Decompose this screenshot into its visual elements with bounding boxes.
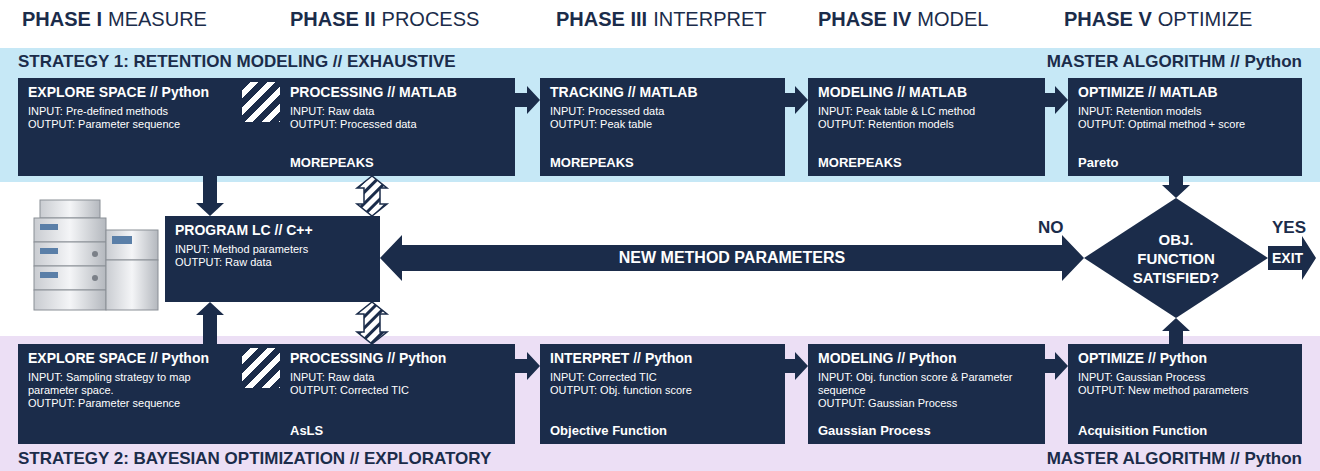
branch-label: YES [1272,218,1306,238]
tool-label: Pareto [1078,151,1292,170]
io-line: OUTPUT: Obj. function score [550,384,775,397]
tool-label: MOREPEAKS [550,151,775,170]
flow-arrow [380,235,1084,281]
process-box: OPTIMIZE // PythonINPUT: Gaussian Proces… [1068,344,1302,444]
flow-arrow [785,86,808,114]
process-box: OPTIMIZE // MATLAB INPUT: Retention model… [1068,78,1302,176]
phase-name: MEASURE [108,8,207,31]
strategy-title: STRATEGY 2: BAYESIAN OPTIMIZATION // EXP… [18,449,491,469]
hatch-marker [242,82,280,122]
io-line: OUTPUT: Corrected TIC [290,384,505,397]
box-heading: PROGRAM LC // C++ [175,222,370,238]
tool-label: Gaussian Process [818,419,1035,438]
box-heading: INTERPRET // Python [550,350,775,366]
io-line: INPUT: Obj. function score & Parameter s… [818,371,1035,397]
io-line: OUTPUT: Peak table [550,118,775,131]
flow-arrow [785,352,808,380]
io-line: INPUT: Processed data [550,105,775,118]
flow-arrow [515,352,540,380]
flow-arrow [1162,318,1190,344]
process-box: MODELING // PythonINPUT: Obj. function s… [808,344,1045,444]
flow-arrow [1045,352,1068,380]
tool-label: Acquisition Function [1078,419,1292,438]
decision-diamond: OBJ. FUNCTION SATISFIED? [1084,198,1268,318]
io-line: OUTPUT: Retention models [818,118,1035,131]
lc-instrument [34,200,158,310]
process-box: INTERPRET // PythonINPUT: Corrected TICO… [540,344,785,444]
process-box: EXPLORE SPACE // PythonINPUT: Pre-define… [18,78,238,176]
io-line: OUTPUT: Raw data [175,256,370,269]
io-line: OUTPUT: Optimal method + score [1078,118,1292,131]
strategy-band: STRATEGY 1: RETENTION MODELING // EXHAUS… [0,48,1320,182]
flow-arrow [515,86,540,114]
io-line: INPUT: Peak table & LC method [818,105,1035,118]
phase-number: PHASE V [1064,8,1152,31]
process-box: EXPLORE SPACE // PythonINPUT: Sampling s… [18,344,238,444]
phase-name: PROCESS [382,8,480,31]
flow-arrow [1162,176,1190,198]
phase-number: PHASE IV [818,8,911,31]
box-heading: TRACKING // MATLAB [550,84,775,100]
box-heading: PROCESSING // MATLAB [290,84,505,100]
process-box: PROCESSING // MATLAB INPUT: Raw dataOUTPU… [238,78,515,176]
phase-name: OPTIMIZE [1158,8,1252,31]
phase-number: PHASE I [22,8,102,31]
flow-arrow [1045,86,1068,114]
process-box: MODELING // MATLAB INPUT: Peak table & LC… [808,78,1045,176]
io-line: OUTPUT: Processed data [290,118,505,131]
flow-arrow [196,302,224,344]
tool-label: MOREPEAKS [290,151,505,170]
io-line: OUTPUT: New method parameters [1078,384,1292,397]
process-box: TRACKING // MATLAB INPUT: Processed dataO… [540,78,785,176]
io-line: INPUT: Pre-defined methods [28,105,228,118]
phase-number: PHASE III [556,8,647,31]
master-algorithm-title: MASTER ALGORITHM // Python [1047,449,1302,469]
strategy-title: STRATEGY 1: RETENTION MODELING // EXHAUS… [18,52,456,72]
tool-label: AsLS [290,419,505,438]
box-heading: OPTIMIZE // MATLAB [1078,84,1292,100]
phase-number: PHASE II [290,8,376,31]
io-line: INPUT: Retention models [1078,105,1292,118]
process-box: PROCESSING // PythonINPUT: Raw dataOUTPU… [238,344,515,444]
flow-arrow [196,176,224,216]
box-heading: EXPLORE SPACE // Python [28,350,228,366]
io-line: OUTPUT: Parameter sequence [28,397,228,410]
io-line: INPUT: Corrected TIC [550,371,775,384]
tool-label: MOREPEAKS [818,151,1035,170]
data-transfer-arrow [357,176,387,216]
io-line: INPUT: Method parameters [175,243,370,256]
io-line: OUTPUT: Parameter sequence [28,118,228,131]
branch-label: NO [1038,218,1064,238]
io-line: INPUT: Raw data [290,105,505,118]
io-line: INPUT: Sampling strategy to map paramete… [28,371,228,397]
instrument-box: PROGRAM LC // C++ INPUT: Method parameter… [165,216,380,302]
box-heading: PROCESSING // Python [290,350,505,366]
data-transfer-arrow [357,302,387,344]
strategy-band: STRATEGY 2: BAYESIAN OPTIMIZATION // EXP… [0,336,1320,471]
io-line: INPUT: Gaussian Process [1078,371,1292,384]
box-heading: EXPLORE SPACE // Python [28,84,228,100]
box-heading: MODELING // MATLAB [818,84,1035,100]
tool-label: Objective Function [550,419,775,438]
exit-arrow [1268,236,1316,280]
io-line: INPUT: Raw data [290,371,505,384]
decision-text: OBJ. FUNCTION SATISFIED? [1121,230,1231,287]
io-line: OUTPUT: Gaussian Process [818,397,1035,410]
edge-label: NEW METHOD PARAMETERS [613,249,851,267]
exit-label: EXIT [1271,250,1304,266]
phase-name: MODEL [917,8,988,31]
master-algorithm-title: MASTER ALGORITHM // Python [1047,52,1302,72]
box-heading: OPTIMIZE // Python [1078,350,1292,366]
hatch-marker [242,348,280,388]
box-heading: MODELING // Python [818,350,1035,366]
phase-name: INTERPRET [653,8,766,31]
